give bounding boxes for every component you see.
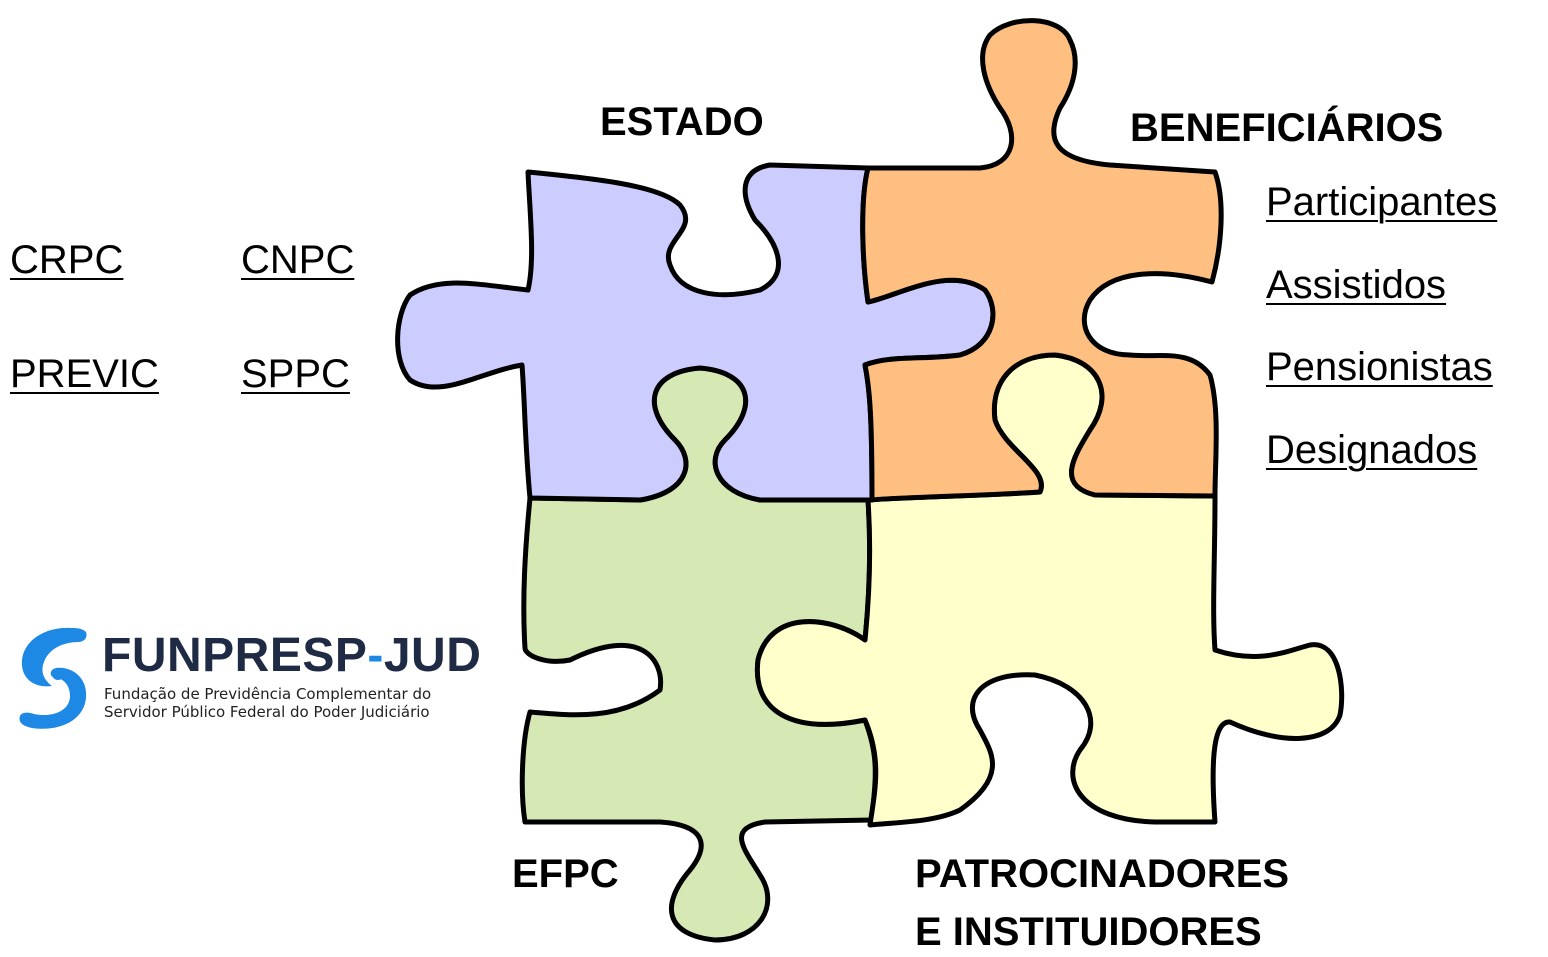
link-crpc[interactable]: CRPC xyxy=(10,238,124,282)
logo-name-separator: - xyxy=(367,629,384,682)
funpresp-jud-logo: FUNPRESP-JUD Fundação de Previdência Com… xyxy=(14,624,514,734)
label-estado: ESTADO xyxy=(600,100,764,144)
label-patrocinadores-line1: PATROCINADORES xyxy=(915,852,1290,896)
link-participantes[interactable]: Participantes xyxy=(1266,180,1498,224)
logo-dot xyxy=(52,668,64,680)
label-beneficiarios: BENEFICIÁRIOS xyxy=(1130,106,1444,150)
label-efpc: EFPC xyxy=(512,852,619,896)
logo-tagline-line2: Servidor Público Federal do Poder Judici… xyxy=(104,703,430,721)
logo-name-part2: JUD xyxy=(383,629,482,682)
puzzle-piece-beneficiarios xyxy=(860,18,1224,503)
logo-wordmark: FUNPRESP-JUD xyxy=(102,632,481,680)
link-cnpc[interactable]: CNPC xyxy=(241,238,355,282)
link-previc[interactable]: PREVIC xyxy=(10,352,159,396)
logo-name-part1: FUNPRESP xyxy=(102,629,368,682)
link-sppc[interactable]: SPPC xyxy=(241,352,350,396)
link-assistidos[interactable]: Assistidos xyxy=(1266,263,1447,307)
link-pensionistas[interactable]: Pensionistas xyxy=(1266,345,1493,389)
logo-swirl-top xyxy=(21,627,87,687)
label-patrocinadores-line2: E INSTITUIDORES xyxy=(915,910,1262,954)
funpresp-logo-icon xyxy=(19,627,87,729)
logo-swirl-bottom xyxy=(19,667,87,729)
logo-tagline-line1: Fundação de Previdência Complementar do xyxy=(104,685,432,703)
link-designados[interactable]: Designados xyxy=(1266,428,1478,472)
